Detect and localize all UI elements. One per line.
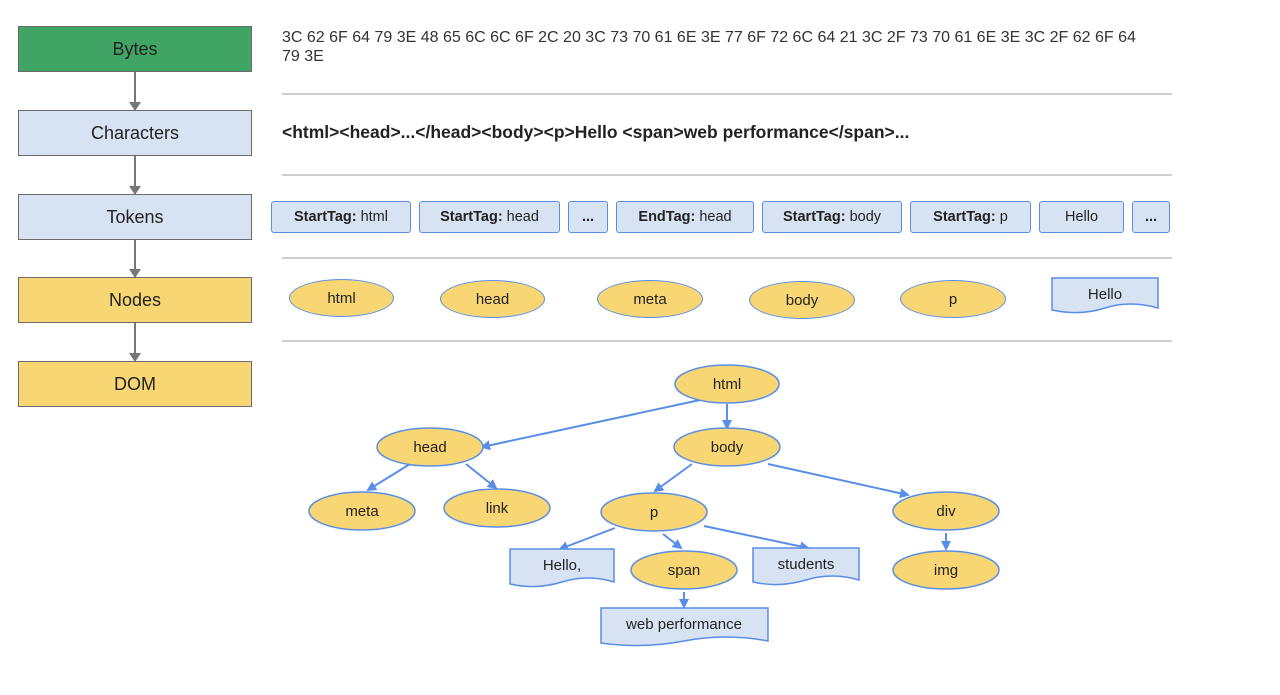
stage-nodes-label: Nodes	[108, 289, 162, 310]
edge-head-meta	[366, 463, 411, 492]
dom-label-body: body	[711, 439, 744, 456]
dom-label-img: img	[934, 562, 958, 579]
divider	[282, 340, 1172, 342]
stage-bytes: Bytes	[18, 26, 252, 72]
edge-p-span	[662, 533, 683, 550]
divider	[282, 93, 1172, 95]
dom-label-html: html	[713, 376, 741, 393]
token-value: ...	[1144, 209, 1158, 225]
dom-node-p	[600, 492, 708, 532]
edge-head-link	[465, 463, 498, 490]
node-label: html	[327, 289, 356, 307]
node-meta: meta	[597, 280, 703, 318]
token-kind: StartTag:	[294, 209, 357, 225]
dom-node-html	[674, 364, 780, 404]
stage-tokens: Tokens	[18, 194, 252, 240]
token-value: head	[506, 209, 539, 225]
edge-p-students	[703, 525, 810, 552]
token-starttag-p: StartTag:p	[910, 201, 1031, 233]
token-starttag-html: StartTag:html	[271, 201, 411, 233]
edge-body-p	[653, 463, 693, 493]
dom-node-div	[892, 491, 1000, 531]
stage-arrow	[129, 156, 141, 195]
token-value: html	[360, 209, 388, 225]
token-ellipsis: ...	[1132, 201, 1170, 233]
token-kind: StartTag:	[440, 209, 503, 225]
dom-node-body	[673, 427, 781, 467]
node-label: p	[948, 290, 958, 308]
stage-characters: Characters	[18, 110, 252, 156]
stage-nodes: Nodes	[18, 277, 252, 323]
dom-label-meta: meta	[345, 503, 379, 520]
node-label: body	[785, 291, 819, 309]
token-value: p	[999, 209, 1008, 225]
dom-node-head	[376, 427, 484, 467]
token-value: ...	[581, 209, 595, 225]
stage-dom-label: DOM	[114, 373, 156, 394]
edge-p-hello	[558, 527, 616, 551]
edge-html-head	[480, 399, 701, 451]
token-starttag-body: StartTag:body	[762, 201, 902, 233]
stage-dom: DOM	[18, 361, 252, 407]
edge-body-div	[767, 463, 910, 499]
dom-text-web-performance	[600, 607, 769, 647]
node-body: body	[749, 281, 855, 319]
dom-text-students	[752, 547, 860, 586]
token-value: body	[849, 209, 882, 225]
dom-label-hello: Hello,	[543, 557, 581, 574]
dom-label-p: p	[650, 504, 658, 521]
node-head: head	[440, 280, 545, 318]
characters-text: <html><head>...</head><body><p>Hello <sp…	[282, 122, 910, 142]
dom-node-img	[892, 550, 1000, 590]
dom-label-link: link	[486, 500, 509, 517]
token-kind: EndTag:	[638, 209, 696, 225]
node-label: head	[475, 290, 510, 308]
token-endtag-head: EndTag:head	[616, 201, 754, 233]
node-p: p	[900, 280, 1006, 318]
dom-text-hello	[509, 548, 615, 588]
token-kind: StartTag:	[933, 209, 996, 225]
dom-label-head: head	[413, 439, 446, 456]
token-value: head	[699, 209, 732, 225]
bytes-hex-text: 3C 62 6F 64 79 3E 48 65 6C 6C 6F 2C 20 3…	[282, 29, 1136, 65]
node-label: meta	[633, 290, 667, 308]
dom-label-web-performance: web performance	[625, 616, 742, 633]
dom-node-link	[443, 488, 551, 528]
token-kind: StartTag:	[782, 209, 846, 225]
node-label: Hello	[1088, 286, 1122, 303]
token-starttag-head: StartTag:head	[419, 201, 560, 233]
stage-arrow	[129, 72, 141, 111]
divider	[282, 174, 1172, 176]
dom-label-span: span	[668, 562, 701, 579]
stage-bytes-label: Bytes	[112, 38, 158, 59]
token-value: Hello	[1064, 209, 1099, 225]
dom-node-meta	[308, 491, 416, 531]
dom-label-div: div	[936, 503, 956, 520]
token-ellipsis: ...	[568, 201, 608, 233]
token-text-hello: Hello	[1039, 201, 1124, 233]
node-hello-text-node: Hello	[1051, 277, 1159, 314]
dom-label-students: students	[778, 556, 835, 573]
stage-tokens-label: Tokens	[106, 206, 164, 227]
dom-node-span	[630, 550, 738, 590]
stage-characters-label: Characters	[90, 122, 180, 143]
divider	[282, 257, 1172, 259]
stage-arrow	[129, 240, 141, 278]
stage-arrow	[129, 323, 141, 362]
node-html: html	[289, 279, 394, 317]
